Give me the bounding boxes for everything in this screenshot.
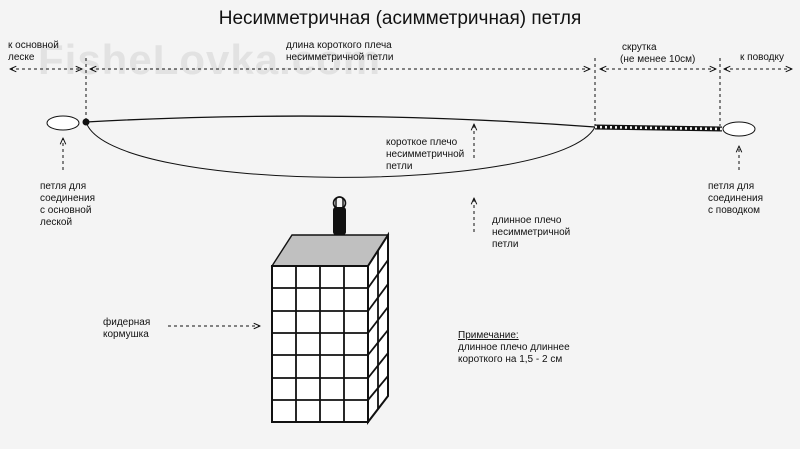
label-loop-leader: петля для соединения с поводком	[708, 181, 764, 216]
loop-leader	[722, 121, 756, 137]
label-loop-main: петля для соединения с основной леской	[40, 181, 96, 228]
label-feeder: фидерная кормушка	[103, 317, 151, 340]
note: Примечание: длинное плечо длиннее коротк…	[458, 330, 570, 366]
label-twist: скрутка (не менее 10см)	[620, 42, 696, 65]
note-line: короткого на 1,5 - 2 см	[458, 354, 563, 365]
label-to-main-line: к основной леске	[8, 40, 59, 63]
short-arm-line	[85, 115, 596, 128]
label-short-arm: короткое плечо несимметричной петли	[386, 137, 465, 172]
feeder	[270, 231, 390, 425]
label-to-leader: к поводку	[740, 52, 784, 63]
note-heading: Примечание:	[458, 330, 519, 341]
extension-lines	[85, 58, 721, 126]
twist-section	[594, 124, 723, 132]
long-arm-line	[85, 121, 596, 178]
label-long-arm: длинное плечо несимметричной петли	[492, 215, 571, 250]
watermark: FisheLovka.com	[38, 36, 382, 83]
loop-main-line	[46, 115, 80, 131]
swivel	[332, 196, 347, 235]
note-line: длинное плечо длиннее	[458, 342, 570, 353]
pointer-arrows	[63, 124, 739, 326]
diagram-title: Несимметричная (асимметричная) петля	[218, 8, 582, 29]
label-short-arm-length: длина короткого плеча несимметричной пет…	[286, 40, 394, 63]
feeder-grid	[272, 251, 389, 422]
